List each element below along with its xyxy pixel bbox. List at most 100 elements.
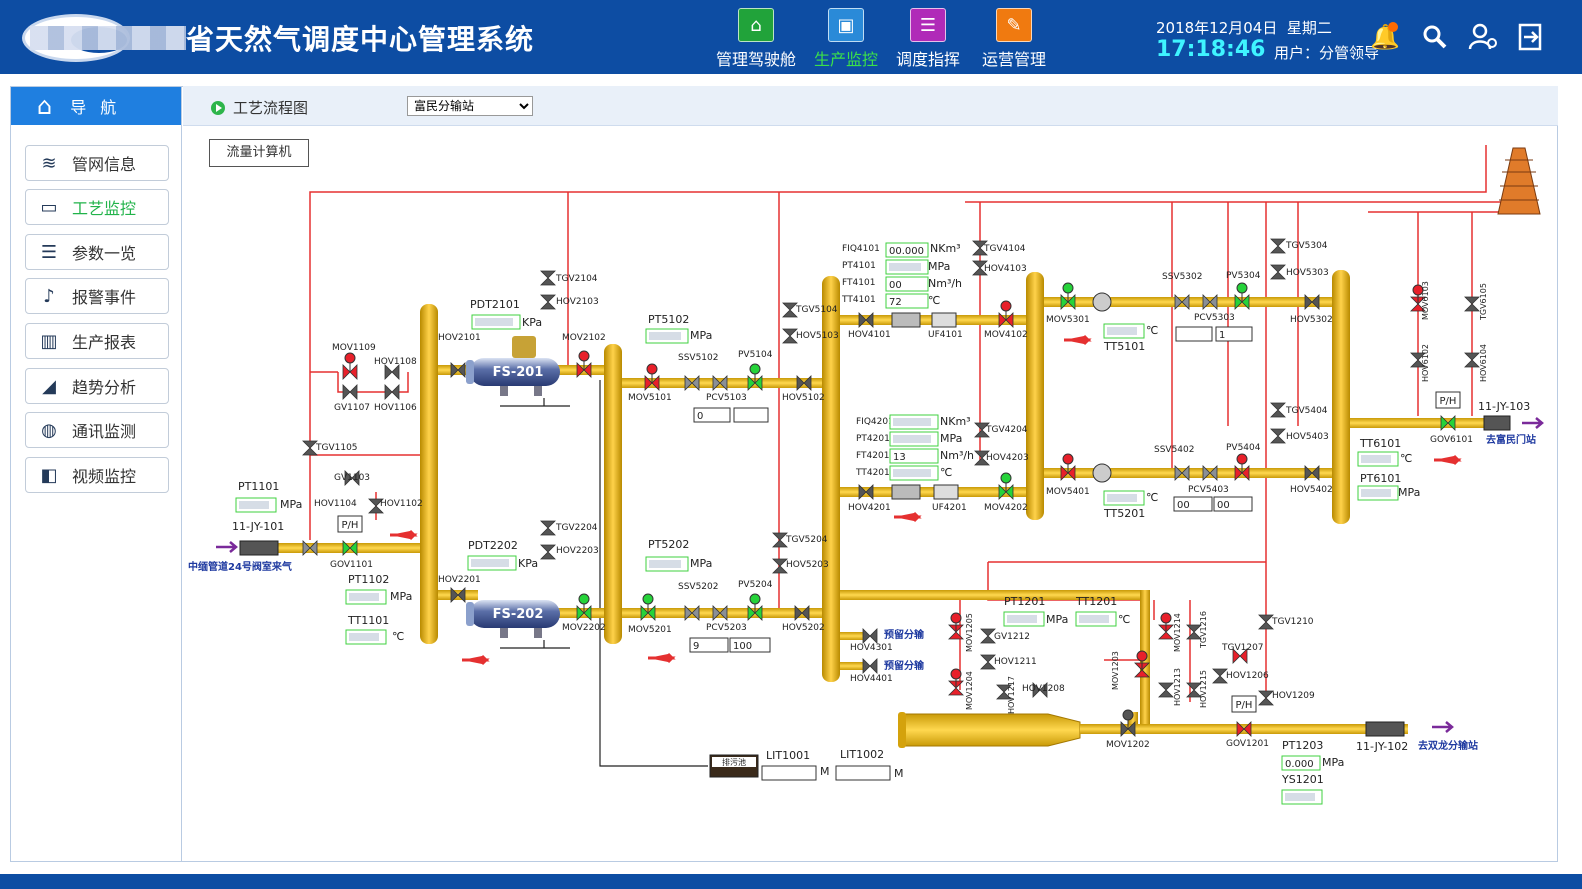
sidebar-item-video[interactable]: ◧视频监控 [25, 457, 169, 493]
sidebar-item-reports[interactable]: ▥生产报表 [25, 323, 169, 359]
valve-icon[interactable] [980, 628, 996, 644]
valve-icon[interactable] [712, 375, 728, 391]
valve-icon[interactable] [1464, 352, 1480, 368]
valve-icon[interactable] [302, 440, 318, 456]
valve-icon[interactable] [862, 628, 878, 644]
valve-icon[interactable] [344, 470, 360, 486]
valve-icon[interactable] [974, 450, 990, 466]
motor-valve-icon[interactable] [1060, 453, 1076, 481]
valve-icon[interactable] [1304, 465, 1320, 481]
label-celsius: ℃ [940, 466, 952, 479]
valve-icon[interactable] [972, 240, 988, 256]
motor-valve-icon[interactable] [948, 668, 964, 696]
motor-valve-icon[interactable] [1120, 709, 1136, 737]
module-cockpit[interactable]: ⌂ 管理驾驶舱 [712, 8, 800, 69]
sidebar-item-process-monitor[interactable]: ▭工艺监控 [25, 189, 169, 225]
valve-icon[interactable] [862, 658, 878, 674]
valve-icon[interactable] [540, 270, 556, 286]
valve-icon[interactable] [684, 605, 700, 621]
valve-icon[interactable] [540, 520, 556, 536]
valve-icon[interactable] [1236, 721, 1252, 737]
valve-icon[interactable] [342, 540, 358, 556]
motor-valve-icon[interactable] [747, 363, 763, 391]
label-pdt2202: PDT2202 [468, 539, 518, 552]
valve-icon[interactable] [794, 605, 810, 621]
motor-valve-icon[interactable] [1234, 282, 1250, 310]
valve-icon[interactable] [1186, 624, 1202, 640]
sidebar-item-parameters[interactable]: ☰参数一览 [25, 234, 169, 270]
valve-icon[interactable] [1258, 614, 1274, 630]
valve-icon[interactable] [1270, 402, 1286, 418]
motor-valve-icon[interactable] [747, 593, 763, 621]
valve-icon[interactable] [540, 294, 556, 310]
valve-icon[interactable] [368, 498, 384, 514]
valve-icon[interactable] [1270, 238, 1286, 254]
valve-icon[interactable] [782, 328, 798, 344]
motor-valve-icon[interactable] [576, 593, 592, 621]
logout-icon[interactable] [1514, 20, 1548, 54]
valve-icon[interactable] [1440, 415, 1456, 431]
valve-icon[interactable] [1410, 352, 1426, 368]
flow-computer-button[interactable]: 流量计算机 [209, 139, 309, 167]
valve-icon[interactable] [384, 364, 400, 380]
valve-icon[interactable] [1270, 428, 1286, 444]
valve-icon[interactable] [1304, 294, 1320, 310]
valve-icon[interactable] [772, 558, 788, 574]
valve-icon[interactable] [684, 375, 700, 391]
valve-icon[interactable] [858, 484, 874, 500]
motor-valve-icon[interactable] [948, 612, 964, 640]
valve-icon[interactable] [782, 302, 798, 318]
valve-icon[interactable] [450, 587, 466, 603]
valve-icon[interactable] [1174, 294, 1190, 310]
valve-icon[interactable] [772, 532, 788, 548]
valve-icon[interactable] [1270, 264, 1286, 280]
valve-icon[interactable] [1464, 296, 1480, 312]
user-settings-icon[interactable] [1466, 20, 1500, 54]
valve-icon[interactable] [858, 312, 874, 328]
label-tt4101: TT4101 [841, 295, 876, 305]
sidebar-item-comm[interactable]: ◍通讯监测 [25, 412, 169, 448]
motor-valve-icon[interactable] [1234, 453, 1250, 481]
module-operations[interactable]: ✎ 运营管理 [970, 8, 1058, 69]
valve-icon[interactable] [342, 384, 358, 400]
valve-icon[interactable] [302, 540, 318, 556]
motor-valve-icon[interactable] [998, 472, 1014, 500]
module-dispatch[interactable]: ☰ 调度指挥 [884, 8, 972, 69]
valve-icon[interactable] [1212, 668, 1228, 684]
sidebar-item-pipeline-info[interactable]: ≋管网信息 [25, 145, 169, 181]
module-production-monitor[interactable]: ▣ 生产监控 [802, 8, 890, 69]
motor-valve-icon[interactable] [1060, 282, 1076, 310]
motor-valve-icon[interactable] [640, 593, 656, 621]
motor-valve-icon[interactable] [1410, 284, 1426, 312]
valve-icon[interactable] [972, 260, 988, 276]
valve-icon[interactable] [1202, 294, 1218, 310]
station-select[interactable]: 富民分输站 [407, 96, 533, 116]
valve-icon[interactable] [450, 362, 466, 378]
label-tgv6105: TGV6105 [1479, 283, 1488, 321]
valve-icon[interactable] [1202, 465, 1218, 481]
valve-icon[interactable] [1174, 465, 1190, 481]
motor-valve-icon[interactable] [998, 300, 1014, 328]
motor-valve-icon[interactable] [644, 363, 660, 391]
valve-icon[interactable] [996, 684, 1012, 700]
motor-valve-icon[interactable] [1158, 612, 1174, 640]
valve-icon[interactable] [1258, 690, 1274, 706]
search-icon[interactable] [1418, 20, 1452, 54]
valve-icon[interactable] [384, 384, 400, 400]
valve-icon[interactable] [1186, 682, 1202, 698]
motor-valve-icon[interactable] [1134, 650, 1150, 678]
alarm-bell-icon[interactable]: 🔔 [1370, 22, 1400, 51]
motor-valve-icon[interactable] [342, 352, 358, 380]
valve-icon[interactable] [540, 544, 556, 560]
valve-icon[interactable] [796, 375, 812, 391]
motor-valve-icon[interactable] [576, 350, 592, 378]
label-ssv5102: SSV5102 [678, 353, 719, 363]
valve-icon[interactable] [980, 654, 996, 670]
valve-icon[interactable] [1158, 682, 1174, 698]
valve-icon[interactable] [712, 605, 728, 621]
sidebar-item-alarms[interactable]: ♪报警事件 [25, 278, 169, 314]
valve-icon[interactable] [1032, 682, 1048, 698]
valve-icon[interactable] [1232, 648, 1248, 664]
valve-icon[interactable] [974, 422, 990, 438]
sidebar-item-trends[interactable]: ◢趋势分析 [25, 368, 169, 404]
